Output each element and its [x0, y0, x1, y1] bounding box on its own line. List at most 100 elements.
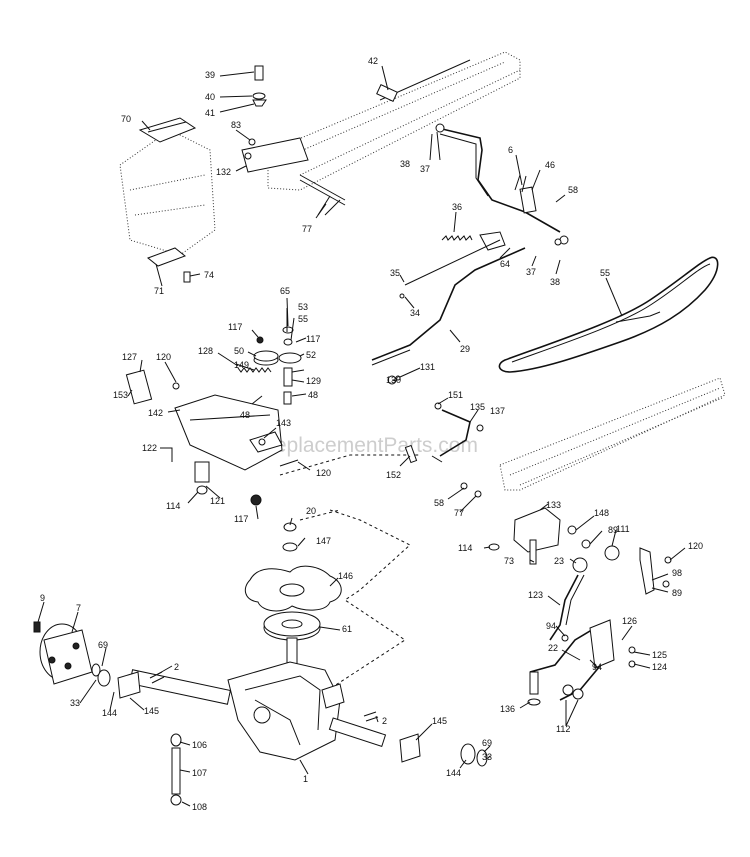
callout-36: 36: [452, 202, 462, 212]
callout-52: 52: [306, 350, 316, 360]
callout-83: 83: [231, 120, 241, 130]
transaxle: [129, 661, 387, 761]
tension-rod: [170, 733, 182, 806]
linkage-rods: [371, 231, 526, 366]
callout-29: 29: [460, 344, 470, 354]
callout-58: 58: [568, 185, 578, 195]
brake-pedal-outline: [119, 117, 216, 267]
callout-71: 71: [154, 286, 164, 296]
callout-94: 94: [546, 621, 556, 631]
control-knob-linkage: [549, 545, 672, 641]
callout-106: 106: [192, 740, 207, 750]
callout-135: 135: [470, 402, 485, 412]
callout-23: 23: [554, 556, 564, 566]
callout-2b: 2: [382, 716, 387, 726]
callout-112: 112: [556, 724, 570, 734]
callout-126: 126: [622, 616, 637, 626]
callout-40: 40: [205, 92, 215, 102]
callout-130: 130: [386, 375, 401, 385]
callout-55b: 55: [298, 314, 308, 324]
callout-34: 34: [410, 308, 420, 318]
idler-stack: [253, 326, 302, 405]
callout-9: 9: [40, 593, 45, 603]
callout-122: 122: [142, 443, 157, 453]
callout-48b: 48: [308, 390, 318, 400]
callout-143: 143: [276, 418, 291, 428]
callout-42: 42: [368, 56, 378, 66]
callout-33: 33: [70, 698, 80, 708]
right-axle-hardware: [363, 711, 488, 767]
callout-35: 35: [390, 268, 400, 278]
callout-148: 148: [594, 508, 609, 518]
callout-38b: 38: [550, 277, 560, 287]
callout-152: 152: [386, 470, 401, 480]
brake-arm: [404, 402, 484, 464]
callout-114b: 114: [458, 543, 472, 553]
callout-107: 107: [192, 768, 207, 778]
callout-2: 2: [174, 662, 179, 672]
callout-69b: 69: [482, 738, 492, 748]
watermark: eReplacementParts.com: [248, 434, 478, 457]
callout-125: 125: [652, 650, 667, 660]
callout-65: 65: [280, 286, 290, 296]
callout-98: 98: [672, 568, 682, 578]
wheel-hub: [33, 621, 111, 687]
callout-145b: 145: [432, 716, 447, 726]
callout-41: 41: [205, 108, 215, 118]
idler-bracket-142: [125, 369, 299, 506]
callout-120: 120: [156, 352, 171, 362]
pin-42: [376, 84, 398, 102]
callout-7: 7: [76, 603, 81, 613]
callout-48: 48: [240, 410, 250, 420]
callout-133: 133: [546, 500, 561, 510]
callout-70: 70: [121, 114, 131, 124]
callout-55: 55: [600, 268, 610, 278]
belt-routing: [279, 454, 420, 691]
callout-146: 146: [338, 571, 353, 581]
callout-46: 46: [545, 160, 555, 170]
callout-37b: 37: [526, 267, 536, 277]
callout-77: 77: [302, 224, 312, 234]
callout-33b: 33: [482, 752, 492, 762]
callout-117: 117: [228, 322, 242, 332]
callout-145: 145: [144, 706, 159, 716]
lower-linkage: [527, 619, 636, 706]
fan-pulley: [244, 522, 342, 665]
callout-77b: 77: [454, 508, 464, 518]
callout-94b: 94: [592, 662, 602, 672]
callout-123: 123: [528, 590, 543, 600]
callout-89b: 89: [672, 588, 682, 598]
callout-149: 149: [234, 360, 249, 370]
callout-39: 39: [205, 70, 215, 80]
callout-120b: 120: [316, 468, 331, 478]
callout-1: 1: [303, 774, 308, 784]
callout-89: 89: [608, 525, 618, 535]
callout-108: 108: [192, 802, 207, 812]
callout-153: 153: [113, 390, 128, 400]
callout-117b: 117: [306, 334, 320, 344]
lower-frame-rail: [499, 377, 726, 491]
callout-114: 114: [166, 501, 180, 511]
callout-137: 137: [490, 406, 505, 416]
callout-136: 136: [500, 704, 515, 714]
callout-69: 69: [98, 640, 108, 650]
callout-117c: 117: [234, 514, 248, 524]
callout-129: 129: [306, 376, 321, 386]
callout-20: 20: [306, 506, 316, 516]
callout-6: 6: [508, 145, 513, 155]
callout-64: 64: [500, 259, 510, 269]
callout-121: 121: [210, 496, 225, 506]
callout-53: 53: [298, 302, 308, 312]
callout-37: 37: [420, 164, 430, 174]
callout-124: 124: [652, 662, 667, 672]
callout-111: 111: [616, 524, 630, 534]
spring-36: [441, 235, 473, 241]
leader-lines: [37, 65, 686, 807]
callout-120c: 120: [688, 541, 703, 551]
callout-147: 147: [316, 536, 331, 546]
callout-58b: 58: [434, 498, 444, 508]
callout-38: 38: [400, 159, 410, 169]
shift-lever: [435, 123, 569, 245]
